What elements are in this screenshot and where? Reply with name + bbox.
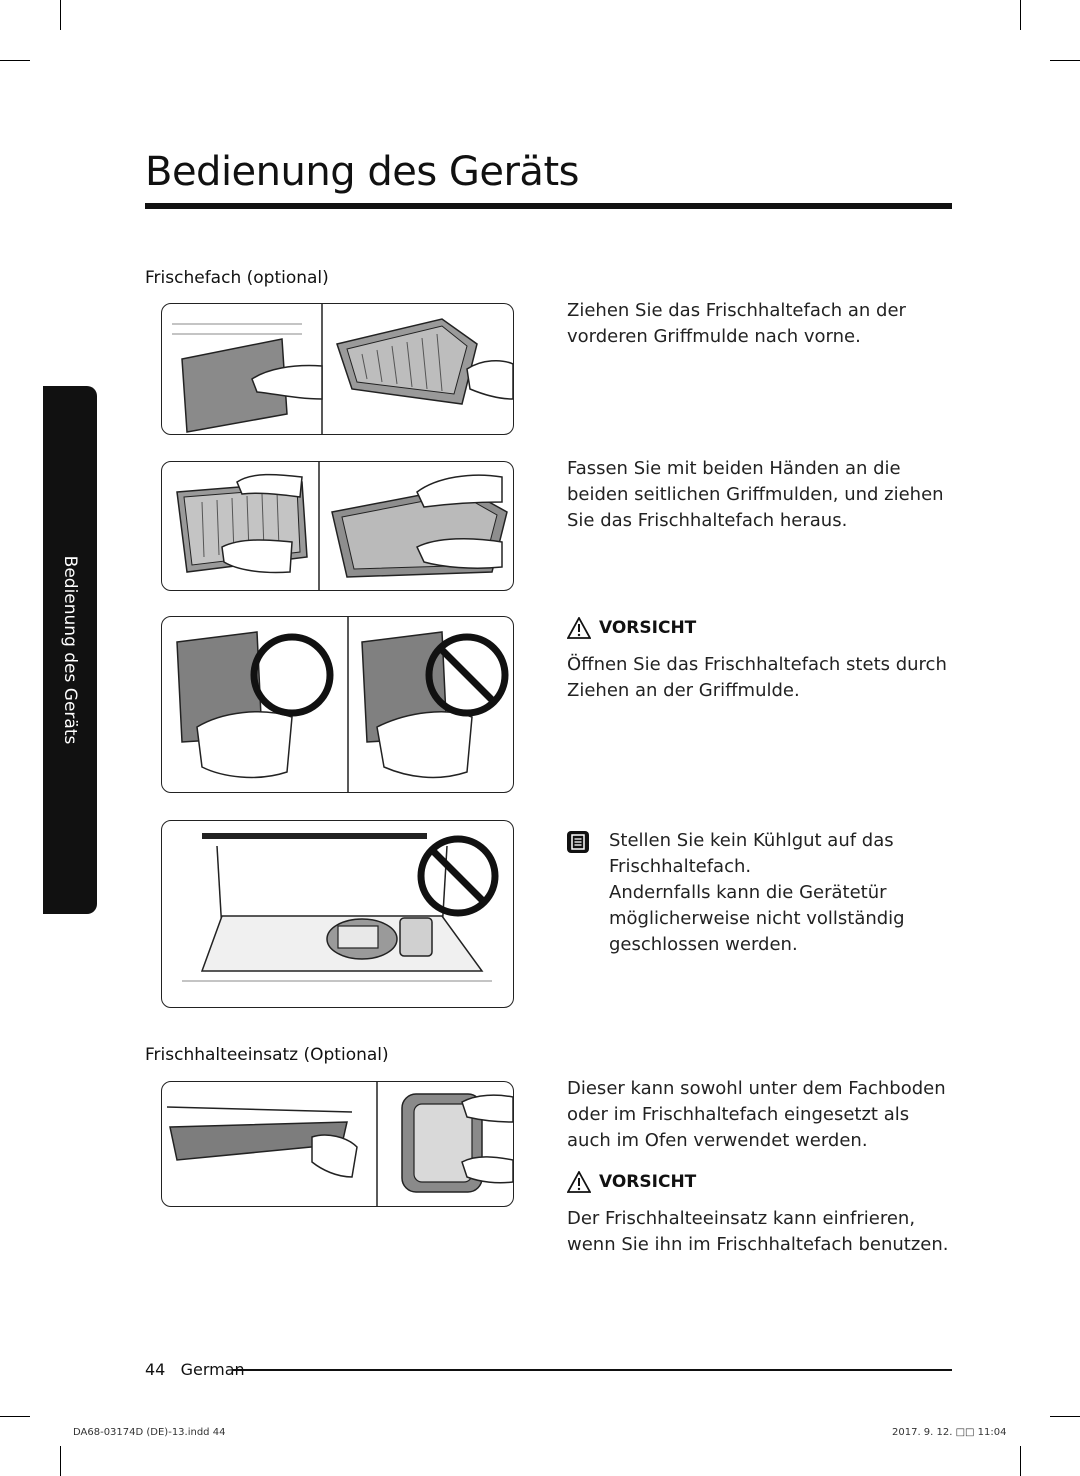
step1-text: Ziehen Sie das Frischhaltefach an der vo… — [567, 300, 906, 347]
caution-label-1: VORSICHT — [599, 618, 697, 638]
print-date-info: 2017. 9. 12. □□ 11:04 — [892, 1427, 1007, 1438]
figure-incorrect-opening — [161, 616, 514, 793]
crop-mark — [0, 1416, 30, 1417]
side-chapter-tab: Bedienung des Geräts — [43, 386, 97, 914]
figure-two-hands-remove — [161, 461, 514, 591]
crop-mark — [1020, 0, 1021, 30]
crop-mark — [60, 1446, 61, 1476]
print-file-info: DA68-03174D (DE)-13.indd 44 — [73, 1427, 226, 1438]
caution-heading-2: VORSICHT — [567, 1171, 696, 1193]
crop-mark — [60, 0, 61, 30]
section-heading-frischefach: Frischefach (optional) — [145, 268, 329, 288]
circle-icon — [250, 633, 334, 717]
note-text-2: Andernfalls kann die Gerätetür möglicher… — [609, 882, 905, 955]
page-footer: 44 German — [145, 1360, 245, 1379]
warning-triangle-icon — [567, 617, 591, 639]
warning-triangle-icon — [567, 1171, 591, 1193]
figure-insert — [161, 1081, 514, 1207]
figure-pull-drawer — [161, 303, 514, 435]
step2-text: Fassen Sie mit beiden Händen an die beid… — [567, 458, 944, 531]
page-number: 44 — [145, 1360, 166, 1379]
caution-text-1: Öffnen Sie das Frischhaltefach stets dur… — [567, 654, 947, 701]
crop-mark — [1020, 1446, 1021, 1476]
section2-text: Dieser kann sowohl unter dem Fachboden o… — [567, 1078, 946, 1151]
caution-text-2: Der Frischhalteeinsatz kann einfrieren, … — [567, 1208, 949, 1255]
note-text-1: Stellen Sie kein Kühlgut auf das Frischh… — [609, 830, 894, 877]
footer-rule — [232, 1369, 952, 1371]
title-underline — [145, 203, 952, 209]
caution-heading-1: VORSICHT — [567, 617, 696, 639]
caution-label-2: VORSICHT — [599, 1172, 697, 1192]
crop-mark — [0, 60, 30, 61]
page-title: Bedienung des Geräts — [145, 149, 579, 195]
figure-no-food-on-drawer — [161, 820, 514, 1008]
section-heading-frischhalteeinsatz: Frischhalteeinsatz (Optional) — [145, 1045, 389, 1065]
page-language: German — [180, 1360, 245, 1379]
side-chapter-label: Bedienung des Geräts — [60, 555, 80, 745]
crop-mark — [1050, 60, 1080, 61]
crop-mark — [1050, 1416, 1080, 1417]
note-icon — [567, 831, 589, 853]
